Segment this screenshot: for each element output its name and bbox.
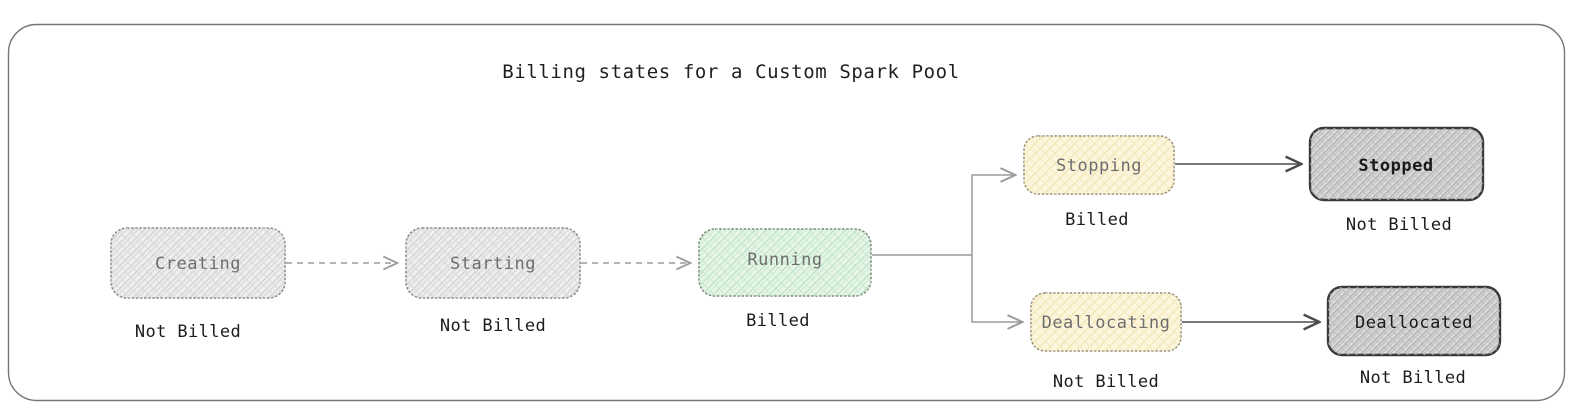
node-stopping-hatch-overlay <box>1024 136 1174 194</box>
node-creating-label: Creating <box>155 254 241 274</box>
node-starting[interactable]: Starting Not Billed <box>405 227 581 336</box>
edge-layer <box>286 164 1318 322</box>
edge-running-to-stopping <box>971 175 1014 255</box>
node-running-hatch-overlay <box>699 229 871 296</box>
node-stopped[interactable]: Stopped Not Billed <box>1308 126 1485 235</box>
node-starting-billing: Not Billed <box>440 316 546 336</box>
node-deallocated[interactable]: Deallocated Not Billed <box>1326 285 1502 388</box>
node-running[interactable]: Running Billed <box>698 228 872 331</box>
node-stopped-billing: Not Billed <box>1346 215 1452 235</box>
node-deallocated-billing: Not Billed <box>1360 368 1466 388</box>
node-deallocating[interactable]: Deallocating Not Billed <box>1030 292 1182 392</box>
node-creating-billing: Not Billed <box>135 322 241 342</box>
node-stopping-billing: Billed <box>1065 210 1129 230</box>
node-deallocating-label: Deallocating <box>1042 313 1171 333</box>
node-deallocating-hatch-overlay <box>1031 293 1181 351</box>
edge-running-to-deallocating <box>971 255 1021 322</box>
node-creating[interactable]: Creating Not Billed <box>110 227 286 342</box>
node-stopped-hatch-overlay <box>1310 128 1483 200</box>
node-starting-hatch-overlay <box>406 228 580 298</box>
diagram-title: Billing states for a Custom Spark Pool <box>502 61 959 83</box>
node-deallocated-label: Deallocated <box>1355 313 1473 333</box>
node-creating-hatch-overlay <box>111 228 285 298</box>
node-deallocating-billing: Not Billed <box>1053 372 1159 392</box>
node-deallocated-hatch-overlay <box>1328 287 1500 355</box>
node-stopping-label: Stopping <box>1056 156 1142 176</box>
node-running-billing: Billed <box>746 311 810 331</box>
node-stopped-label: Stopped <box>1358 156 1433 176</box>
node-running-label: Running <box>747 250 822 270</box>
node-starting-label: Starting <box>450 254 536 274</box>
node-stopping[interactable]: Stopping Billed <box>1023 135 1175 230</box>
